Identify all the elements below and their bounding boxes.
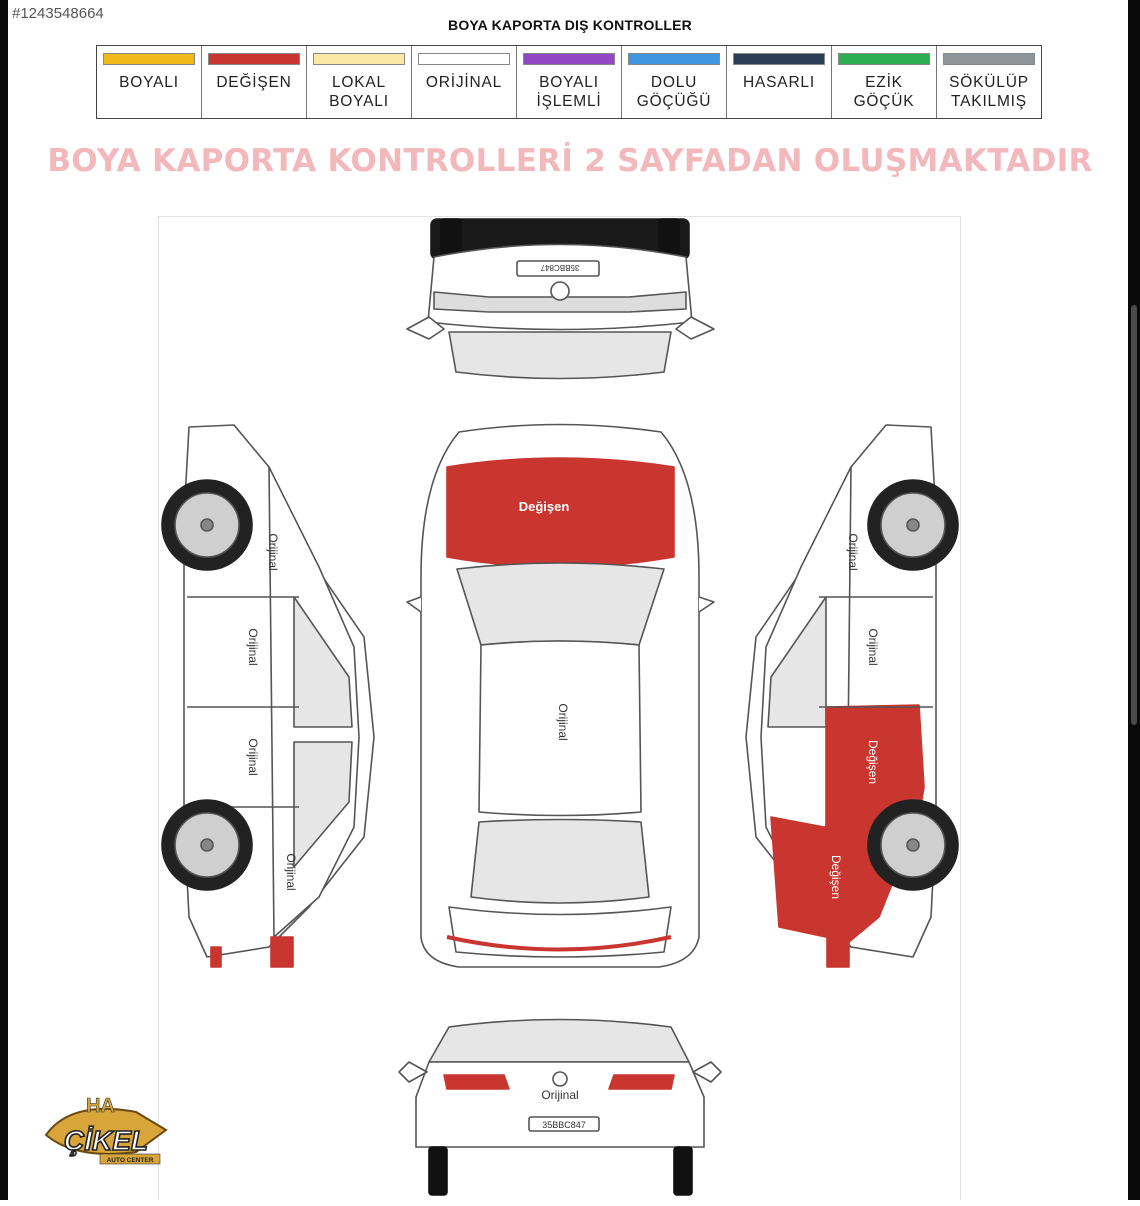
legend-item-orijinal: ORİJİNAL [412,46,517,118]
front-badge [550,281,570,301]
panel-label-left-rear-fender: Orijinal [284,853,298,890]
front-view [406,218,715,380]
logo-name: ÇİKEL [64,1125,148,1156]
panel-label-roof: Orijinal [556,703,570,740]
legend-item-hasarli: HASARLI [727,46,832,118]
panel-label-right-rear-fender: Değişen [829,855,843,899]
front-plate-box [516,260,600,277]
panel-label-hood: Değişen [519,499,570,514]
logo-tagline-bar [99,1153,161,1165]
front-windshield [448,331,672,380]
legend-swatch [418,53,510,65]
rear-window [428,1018,690,1063]
legend-label: DOLU GÖÇÜĞÜ [636,74,712,110]
rear-badge [552,1071,568,1087]
rear-lamp-right [608,1074,675,1090]
legend-item-boyali: BOYALI [97,46,202,118]
right-rear-lamp [826,936,850,968]
legend-label: DEĞİŞEN [216,74,292,91]
legend-label: SÖKÜLÜP TAKILMIŞ [949,74,1029,110]
legend-item-dolu-gocugu: DOLU GÖÇÜĞÜ [622,46,727,118]
legend-label: EZİK GÖÇÜK [853,74,915,110]
legend-swatch [943,53,1035,65]
rear-mirror-right [692,1061,722,1083]
rear-mirror-left [398,1061,428,1083]
right-rear-wheel [867,799,959,891]
top-rear-window [470,818,650,904]
legend-label: ORİJİNAL [425,74,503,91]
color-legend: BOYALI DEĞİŞEN LOKAL BOYALI ORİJİNAL BOY… [96,45,1042,119]
left-rear-window [293,741,353,868]
rear-view [398,1018,722,1196]
legend-swatch [838,53,930,65]
legend-swatch [103,53,195,65]
scrollbar-track[interactable] [1128,0,1140,1200]
scrollbar-thumb[interactable] [1131,305,1137,725]
rear-plate-box [528,1116,600,1132]
left-rear-lamp [270,936,294,968]
legend-item-sokulup-takilmis: SÖKÜLÜP TAKILMIŞ [937,46,1041,118]
legend-swatch [313,53,405,65]
top-rear-lamps [446,935,672,952]
dealer-logo-svg: HA ÇİKEL AUTO CENTER [44,1095,168,1165]
rear-tire-right [673,1146,693,1196]
car-damage-diagram: Değişen Orijinal Orijinal Orijinal Oriji… [158,216,961,1200]
panel-label-left-rear-door: Orijinal [246,738,260,775]
front-plate-text: 35BBC847 [540,263,579,272]
panel-label-right-rear-door: Değişen [866,740,880,784]
window-frame-left [0,0,8,1200]
left-front-wheel [161,479,253,571]
legend-label: BOYALI İŞLEMLİ [536,74,602,110]
logo-tagline: AUTO CENTER [107,1157,154,1164]
legend-item-degisen: DEĞİŞEN [202,46,307,118]
legend-swatch [628,53,720,65]
legend-swatch [523,53,615,65]
car-diagram-svg: Değişen Orijinal Orijinal Orijinal Oriji… [161,218,959,1196]
listing-id: #1243548664 [12,5,104,22]
panel-label-trunk: Orijinal [541,1088,578,1102]
top-mirror-right [698,596,715,613]
page-title: BOYA KAPORTA DIŞ KONTROLLER [448,17,692,33]
legend-swatch [208,53,300,65]
legend-label: BOYALI [119,74,179,91]
panel-label-left-front-door: Orijinal [246,628,260,665]
front-mirror-right [675,316,715,340]
top-roof [478,640,642,817]
panel-label-right-front-fender: Orijinal [846,533,860,570]
top-mirror-left [406,596,422,613]
dealer-logo: HA ÇİKEL AUTO CENTER [16,1090,186,1185]
logo-car-shape [44,1107,168,1155]
rear-tire-left [428,1146,448,1196]
legend-label: HASARLI [743,74,815,91]
top-view [406,423,715,968]
legend-item-boyali-islemli: BOYALI İŞLEMLİ [517,46,622,118]
legend-label: LOKAL BOYALI [329,74,389,110]
panel-label-right-front-door: Orijinal [866,628,880,665]
logo-initials: HA [86,1095,115,1117]
left-reflector [210,946,222,968]
right-front-wheel [867,479,959,571]
rear-lamp-left [443,1074,510,1090]
legend-swatch [733,53,825,65]
left-rear-wheel [161,799,253,891]
front-grille [433,291,687,313]
rear-plate-text: 35BBC847 [542,1120,586,1130]
legend-item-ezik-gocuk: EZİK GÖÇÜK [832,46,937,118]
panel-label-left-front-fender: Orijinal [266,533,280,570]
front-mirror-left [406,316,445,340]
right-front-window [767,596,827,728]
legend-item-lokal-boyali: LOKAL BOYALI [307,46,412,118]
top-windshield [456,562,665,646]
two-page-notice: BOYA KAPORTA KONTROLLERİ 2 SAYFADAN OLUŞ… [47,143,1093,179]
left-front-window [293,596,353,728]
